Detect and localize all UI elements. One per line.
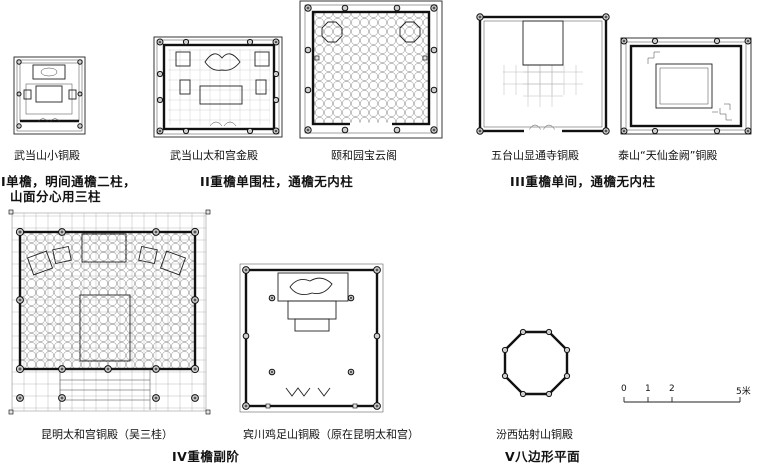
- plan-kunming: [8, 209, 211, 415]
- plan-wudang-taihe: [153, 36, 283, 138]
- scale-label-5m: 5米: [736, 387, 751, 397]
- plan-wudang-small: [13, 56, 86, 135]
- group-4-heading: IV重檐副阶: [172, 449, 240, 464]
- group-1-line-1: I单檐，明间通檐二柱，: [1, 174, 137, 189]
- caption-wudang-taihe: 武当山太和宫金殿: [170, 149, 258, 162]
- caption-yiheyuan: 颐和园宝云阁: [331, 149, 397, 162]
- group-2-heading: II重檐单围柱，通檐无内柱: [200, 174, 354, 189]
- group-3-heading: III重檐单间，通檐无内柱: [510, 174, 656, 189]
- caption-wudang-small: 武当山小铜殿: [14, 149, 80, 162]
- plan-fenxi: [501, 328, 571, 398]
- caption-kunming: 昆明太和宫铜殿（吴三桂）: [41, 428, 173, 441]
- plan-wutai: [476, 13, 610, 135]
- scale-bar: [623, 397, 741, 403]
- plan-yiheyuan: [299, 0, 443, 139]
- caption-binchuan: 宾川鸡足山铜殿（原在昆明太和宫）: [243, 428, 419, 441]
- scale-label-1: 1: [645, 384, 651, 394]
- plan-binchuan: [239, 263, 384, 413]
- plan-taishan: [620, 37, 752, 135]
- scale-label-2: 2: [669, 384, 675, 394]
- scale-label-0: 0: [621, 384, 627, 394]
- caption-wutai: 五台山显通寺铜殿: [491, 149, 579, 162]
- caption-taishan: 泰山“天仙金阙”铜殿: [618, 149, 718, 162]
- group-1-line-2: 山面分心用三柱: [10, 189, 102, 204]
- caption-fenxi: 汾西姑射山铜殿: [496, 428, 573, 441]
- group-5-heading: V八边形平面: [505, 449, 581, 464]
